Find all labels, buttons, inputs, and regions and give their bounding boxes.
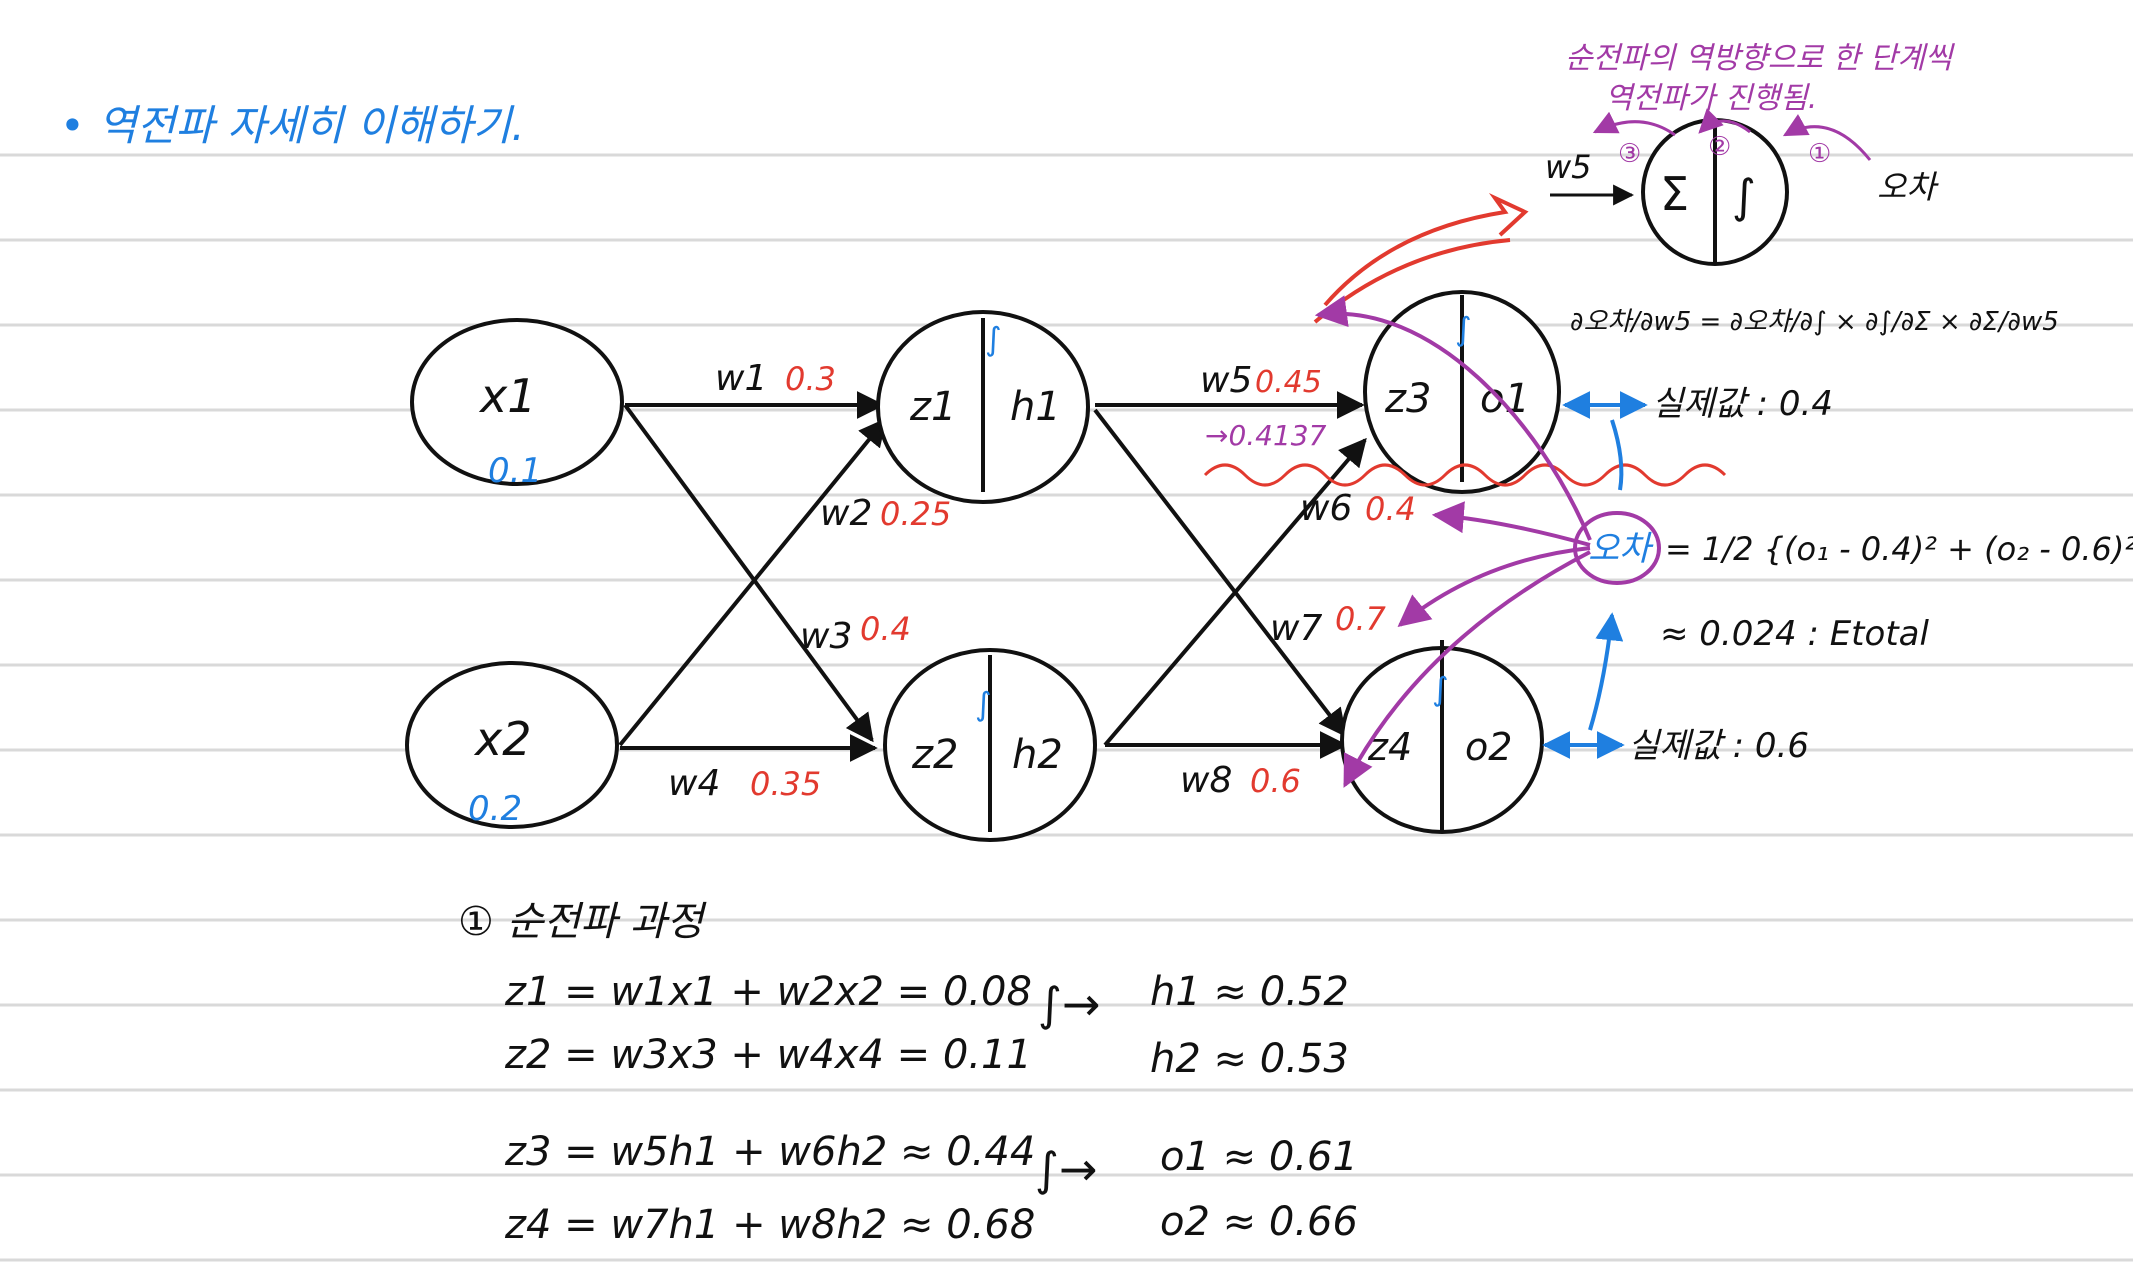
step-mark: ② [1708, 132, 1731, 162]
weight-w5-value: 0.45 [1255, 365, 1322, 400]
sigmoid-arrow-icon: ∫→ [1035, 1142, 1098, 1196]
weight-w7-name: w7 [1270, 608, 1322, 649]
red-wavy-line [1203, 463, 1727, 487]
weight-w4-value: 0.35 [750, 765, 821, 803]
red-backprop-arrow [1323, 192, 1529, 307]
forward-result-3: o1 ≈ 0.61 [1160, 1134, 1358, 1180]
node-o: o2 [1465, 725, 1512, 769]
weight-w1-value: 0.3 [785, 360, 836, 398]
weight-w4-name: w4 [668, 763, 720, 804]
node-z: z3 [1384, 376, 1431, 422]
inset-error-label: 오차 [1877, 168, 1939, 206]
forward-line-1: z1 = w1x1 + w2x2 = 0.08 [504, 969, 1032, 1015]
sigmoid-icon: ∫ [975, 685, 992, 723]
error-total: ≈ 0.024 : Etotal [1660, 614, 1929, 654]
output-node-1: ∫ z3 o1 [1363, 290, 1561, 494]
forward-result-1: h1 ≈ 0.52 [1150, 969, 1349, 1015]
sigmoid-icon: ∫ [1432, 670, 1449, 708]
target-arrows [1542, 391, 1648, 759]
output-node-2: ∫ z4 o2 [1340, 640, 1544, 834]
weight-w5-updated: →0.4137 [1205, 419, 1327, 452]
weight-w7-value: 0.7 [1335, 600, 1387, 638]
node-z: z2 [911, 732, 958, 778]
sigmoid-icon: ∫ [1732, 169, 1756, 223]
ruled-lines [0, 153, 2133, 1262]
chain-rule: ∂오차/∂w5 = ∂오차/∂∫ × ∂∫/∂Σ × ∂Σ/∂w5 [1570, 307, 2059, 337]
weight-w8-value: 0.6 [1250, 762, 1301, 800]
input-node-x2: x2 0.2 [405, 661, 619, 829]
weight-w3-name: w3 [800, 616, 852, 657]
sigmoid-icon: ∫ [1455, 310, 1472, 348]
forward-result-2: h2 ≈ 0.53 [1150, 1036, 1349, 1082]
sum-icon: Σ [1660, 167, 1689, 221]
node-o: o1 [1480, 376, 1530, 422]
input-label: x1 [478, 369, 537, 423]
forward-pass-section: ① 순전파 과정 z1 = w1x1 + w2x2 = 0.08 z2 = w3… [458, 899, 1358, 1248]
weight-w8-name: w8 [1180, 760, 1232, 801]
input-label: x2 [473, 712, 532, 766]
node-h: h1 [1010, 384, 1061, 430]
forward-line-3: z3 = w5h1 + w6h2 ≈ 0.44 [504, 1129, 1035, 1175]
edge-w6 [1103, 437, 1367, 747]
page-title: • 역전파 자세히 이해하기. [60, 101, 525, 150]
weight-w5-name: w5 [1200, 360, 1252, 401]
network-edges [618, 391, 1367, 762]
input-node-x1: x1 0.1 [410, 318, 624, 491]
input-value: 0.1 [488, 451, 542, 491]
node-z: z1 [909, 384, 956, 430]
forward-heading: ① 순전파 과정 [458, 899, 707, 945]
forward-line-2: z2 = w3x3 + w4x4 = 0.11 [504, 1032, 1032, 1078]
step-mark: ③ [1618, 139, 1641, 169]
forward-result-4: o2 ≈ 0.66 [1160, 1199, 1358, 1245]
edge-w2 [618, 417, 887, 747]
sigmoid-arrow-icon: ∫→ [1038, 977, 1101, 1031]
weight-w1-name: w1 [715, 358, 767, 399]
error-label: 오차 [1588, 529, 1654, 569]
edge-w7 [1093, 408, 1347, 738]
inset-caption-2: 역전파가 진행됨. [1605, 81, 1817, 116]
error-formula: = 1/2 {(o₁ - 0.4)² + (o₂ - 0.6)²} [1665, 530, 2133, 568]
weight-w3-value: 0.4 [860, 610, 911, 648]
weight-w2-name: w2 [820, 493, 872, 534]
inset-diagram: 순전파의 역방향으로 한 단계씩 역전파가 진행됨. Σ ∫ w5 오차 ① ②… [1545, 41, 2059, 337]
node-h: h2 [1012, 732, 1063, 778]
node-z: z4 [1367, 725, 1412, 769]
error-block: 오차 = 1/2 {(o₁ - 0.4)² + (o₂ - 0.6)²} ≈ 0… [1573, 511, 2133, 654]
weight-w6-value: 0.4 [1365, 490, 1416, 528]
hidden-node-2: ∫ z2 h2 [883, 648, 1097, 842]
target-2: 실제값 : 0.6 [1628, 726, 1809, 766]
weight-labels: w1 0.3 w2 0.25 w3 0.4 w4 0.35 w5 0.45 →0… [668, 358, 1416, 804]
weight-w6-name: w6 [1300, 488, 1352, 529]
edge-w3 [623, 403, 874, 743]
inset-w-label: w5 [1545, 148, 1592, 186]
sigmoid-icon: ∫ [985, 320, 1002, 358]
step-mark: ① [1808, 139, 1831, 169]
hidden-node-1: ∫ z1 h1 [876, 310, 1090, 504]
purple-gradient-arrows [1314, 295, 1592, 788]
input-value: 0.2 [468, 789, 522, 829]
forward-line-4: z4 = w7h1 + w8h2 ≈ 0.68 [504, 1202, 1035, 1248]
target-1: 실제값 : 0.4 [1652, 384, 1833, 424]
inset-caption-1: 순전파의 역방향으로 한 단계씩 [1565, 41, 1956, 76]
weight-w2-value: 0.25 [880, 495, 951, 533]
